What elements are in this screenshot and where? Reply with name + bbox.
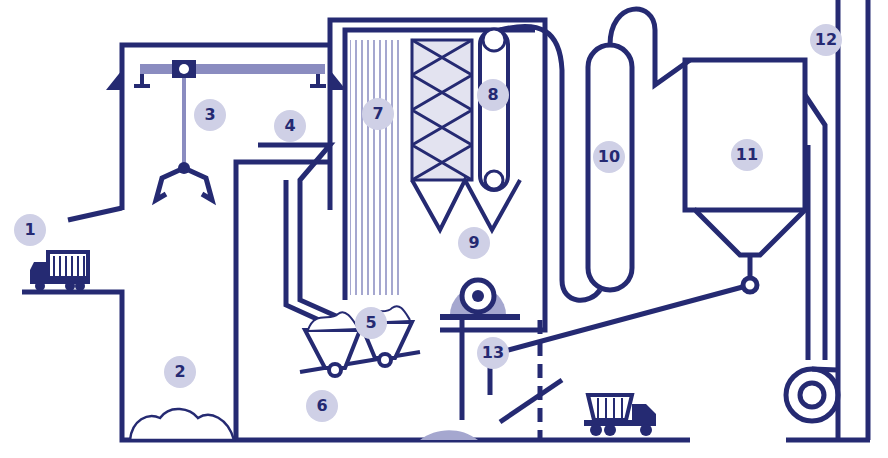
filter-hopper-line [695,208,805,213]
callout-number: 2 [164,356,196,388]
delivery-truck [30,252,90,291]
heat-exchanger [412,29,520,230]
combustion-grate [300,306,420,376]
callout-number: 3 [194,99,226,131]
ash-ramp [500,380,562,422]
callout-number: 8 [477,79,509,111]
fan-duct [805,95,825,360]
chimney-stack [838,0,868,440]
waste-crane [106,60,346,200]
flue-duct [500,26,600,300]
boiler-house [330,20,545,330]
combustion-air-fan [440,280,520,320]
ash-bunker-wall [538,320,543,440]
fan-outlet [812,369,838,370]
fan-duct-inner [806,145,811,360]
boiler-inner-wall [345,30,535,300]
callout-number: 9 [458,227,490,259]
conveyor-pulley [743,278,757,292]
ash-truck [584,395,656,436]
boiler-tubes [350,40,402,295]
induced-draft-fan [786,369,838,421]
callout-number: 11 [731,139,763,171]
callout-number: 1 [14,214,46,246]
ash-conveyor [490,255,750,395]
callout-number: 5 [355,307,387,339]
ash-heap [420,430,478,440]
stack-base [786,438,870,443]
bag-filter [685,60,805,255]
scrubber-duct [610,9,690,85]
waste-heap [130,409,234,440]
callout-number: 7 [362,98,394,130]
bunker-outline [22,292,690,440]
callout-number: 13 [477,337,509,369]
callout-number: 4 [274,110,306,142]
fan-hub [800,383,824,407]
feed-hopper [258,145,345,320]
callout-number: 6 [306,390,338,422]
callout-number: 12 [810,24,842,56]
tipping-ramp [68,208,122,220]
feed-chute [286,180,330,325]
callout-number: 10 [593,141,625,173]
scrubber-tower [588,45,632,290]
